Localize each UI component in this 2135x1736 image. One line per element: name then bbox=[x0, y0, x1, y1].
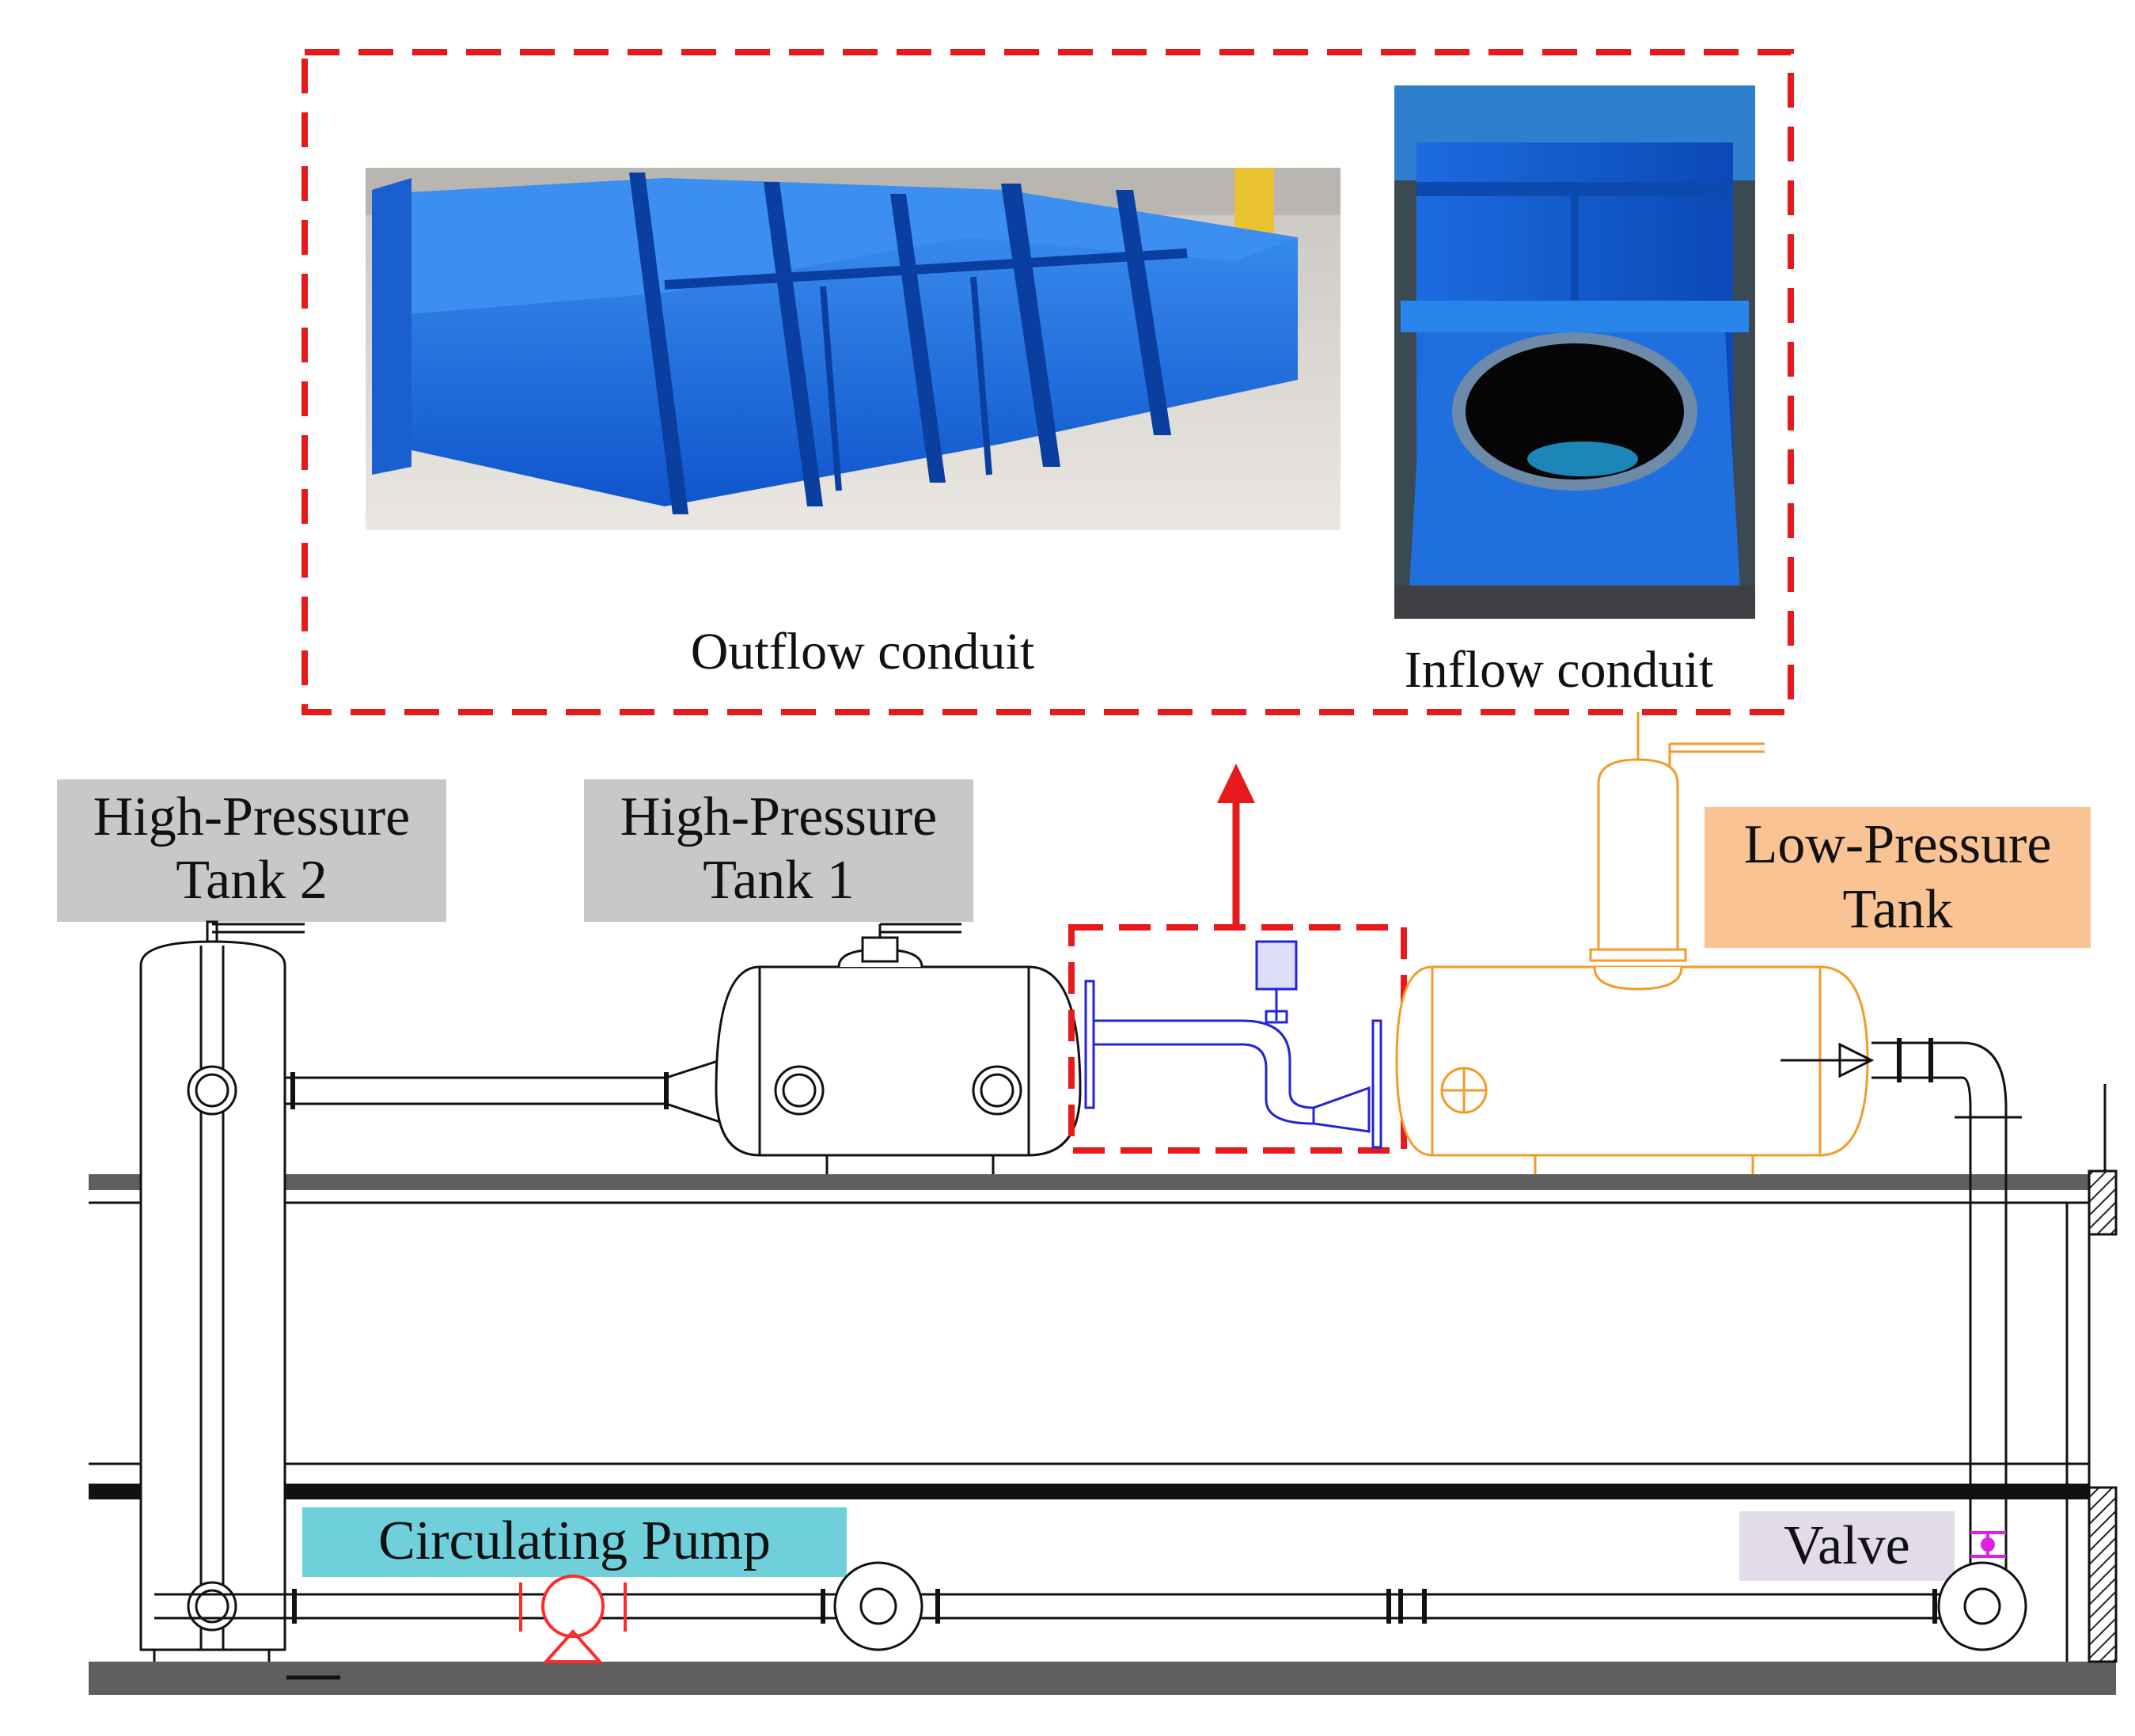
red-arrow-up bbox=[1217, 764, 1255, 926]
conduit-test-section bbox=[1084, 940, 1382, 1149]
hp-tank-1-label-line2: Tank 1 bbox=[703, 850, 854, 911]
circulating-pump-label: Circulating Pump bbox=[302, 1507, 847, 1577]
return-pipe-vertical bbox=[1780, 1038, 2022, 1575]
valve-text: Valve bbox=[1784, 1515, 1909, 1576]
photo-callout-frame bbox=[301, 49, 1794, 715]
hp-tank-2-label-line2: Tank 2 bbox=[176, 850, 327, 911]
circulating-pump-symbol bbox=[519, 1575, 627, 1663]
lp-tank-label-line1: Low-Pressure bbox=[1744, 814, 2052, 875]
valve-symbol bbox=[1970, 1531, 2006, 1558]
low-pressure-tank-label: Low-Pressure Tank bbox=[1705, 807, 2091, 948]
high-pressure-tank-1-label: High-Pressure Tank 1 bbox=[584, 779, 973, 922]
lp-tank-label-line2: Tank bbox=[1843, 879, 1953, 940]
high-pressure-tank-2 bbox=[139, 920, 305, 1662]
inflow-conduit-label: Inflow conduit bbox=[1405, 641, 1713, 699]
support-frame bbox=[89, 1084, 2118, 1695]
hp-tank-2-label-line1: High-Pressure bbox=[93, 787, 410, 847]
outflow-conduit-photo bbox=[366, 168, 1341, 530]
upper-connecting-pipe bbox=[285, 1059, 721, 1124]
outflow-conduit-label: Outflow conduit bbox=[691, 623, 1034, 680]
high-pressure-tank-2-label: High-Pressure Tank 2 bbox=[57, 779, 446, 922]
circulating-pump-text: Circulating Pump bbox=[378, 1510, 771, 1571]
valve-label: Valve bbox=[1739, 1511, 1955, 1581]
lower-return-pipe bbox=[154, 1561, 2027, 1680]
low-pressure-tank bbox=[1395, 712, 1869, 1174]
high-pressure-tank-1 bbox=[715, 923, 1082, 1174]
test-section-dashed-frame bbox=[1068, 924, 1407, 1154]
hp-tank-1-label-line1: High-Pressure bbox=[620, 787, 937, 847]
inflow-conduit-photo bbox=[1394, 85, 1755, 619]
